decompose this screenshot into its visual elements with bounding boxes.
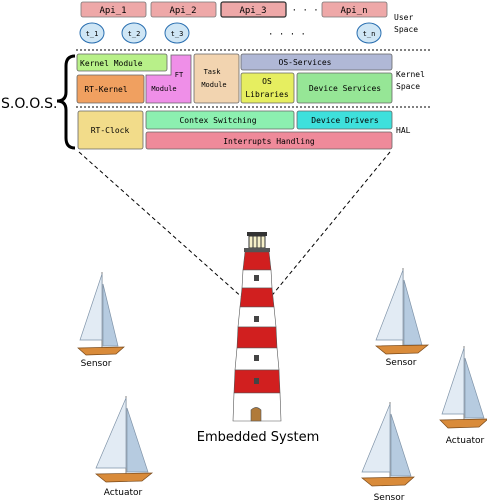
rt-kernel-label: RT-Kernel: [84, 85, 128, 94]
api-row: Api_1 Api_2 Api_3 · · · · · Api_n: [80, 1, 388, 18]
kernel-layer: Kernel Module FT Module Task Module OS-S…: [76, 53, 393, 104]
api-box-2: [150, 1, 217, 18]
os-libraries-label-line1: OS: [262, 77, 272, 86]
os-services-label: OS-Services: [279, 58, 332, 67]
task-module-label-line1: Task: [204, 68, 222, 76]
device-services-label: Device Services: [309, 84, 381, 93]
boat-label-sensor-bottom: Sensor: [374, 493, 405, 502]
user-space-label-line2: Space: [394, 25, 418, 34]
sailboat-icon-actuator-right: [439, 346, 487, 429]
api-label-n: Api_n: [340, 6, 367, 16]
api-ellipsis: · · · · ·: [292, 6, 341, 16]
thread-label-n: t_n: [363, 30, 376, 38]
api-label-2: Api_2: [169, 6, 196, 16]
boat-label-actuator-right: Actuator: [446, 436, 485, 446]
os-services-box: [240, 53, 393, 71]
ft-module-box: [145, 54, 192, 104]
interrupts-handling-box: [145, 131, 393, 150]
interrupts-handling-label: Interrupts Handling: [223, 137, 315, 146]
projection-line-left: [78, 151, 245, 300]
thread-label-2: t_2: [128, 30, 141, 38]
rt-kernel-box: [76, 74, 145, 104]
api-box-1: [80, 1, 147, 18]
thread-circle-3: [164, 22, 190, 44]
projection-line-right: [268, 151, 391, 300]
device-services-box: [296, 72, 393, 104]
thread-circle-n: [356, 22, 382, 44]
thread-label-1: t_1: [86, 30, 99, 38]
ft-module-label-line2: Module: [151, 85, 176, 93]
thread-label-3: t_3: [171, 30, 184, 38]
kernel-module-box: [76, 53, 168, 72]
boat-label-sensor-left: Sensor: [81, 359, 112, 369]
thread-ellipsis: · · · ·: [268, 30, 306, 40]
user-space-label-line1: User: [394, 13, 413, 22]
hal-layer: RT-Clock Contex Switching Device Drivers…: [77, 110, 393, 150]
rt-clock-box: [77, 110, 144, 150]
boat-label-sensor-right: Sensor: [386, 358, 417, 368]
rt-clock-label: RT-Clock: [91, 126, 130, 135]
api-box-n: [321, 1, 388, 18]
ft-module-label-line1: FT: [175, 71, 184, 79]
boat-label-actuator-left: Actuator: [104, 488, 143, 498]
os-libraries-label-line2: Libraries: [245, 90, 289, 99]
api-label-1: Api_1: [99, 6, 126, 16]
contex-switching-box: [145, 110, 295, 130]
thread-circle-2: [121, 22, 147, 44]
api-label-3: Api_3: [239, 6, 266, 16]
kernel-space-label-line2: Space: [396, 82, 420, 91]
soos-brace: [56, 54, 76, 150]
thread-row: t_1 t_2 t_3 · · · · t_n: [79, 22, 382, 44]
sailboat-icon-sensor-right: [375, 268, 430, 355]
sailboat-icon-sensor-left: [77, 272, 125, 356]
api-box-3: [220, 1, 287, 18]
kernel-module-label: Kernel Module: [80, 59, 143, 68]
os-libraries-box: [240, 72, 295, 104]
thread-circle-1: [79, 22, 105, 44]
contex-switching-label: Contex Switching: [179, 116, 256, 125]
hal-label: HAL: [396, 126, 411, 135]
device-drivers-label: Device Drivers: [311, 116, 379, 125]
sailboat-icon-sensor-bottom: [361, 402, 415, 487]
sailboat-icon-actuator-left: [95, 396, 154, 483]
center-label: Embedded System: [197, 430, 320, 445]
soos-label: S.O.O.S.: [1, 96, 57, 112]
task-module-label-line2: Module: [201, 81, 226, 89]
lighthouse-icon: [232, 232, 282, 422]
task-module-box: [193, 53, 240, 104]
device-drivers-box: [296, 110, 393, 130]
kernel-space-label-line1: Kernel: [396, 70, 425, 79]
